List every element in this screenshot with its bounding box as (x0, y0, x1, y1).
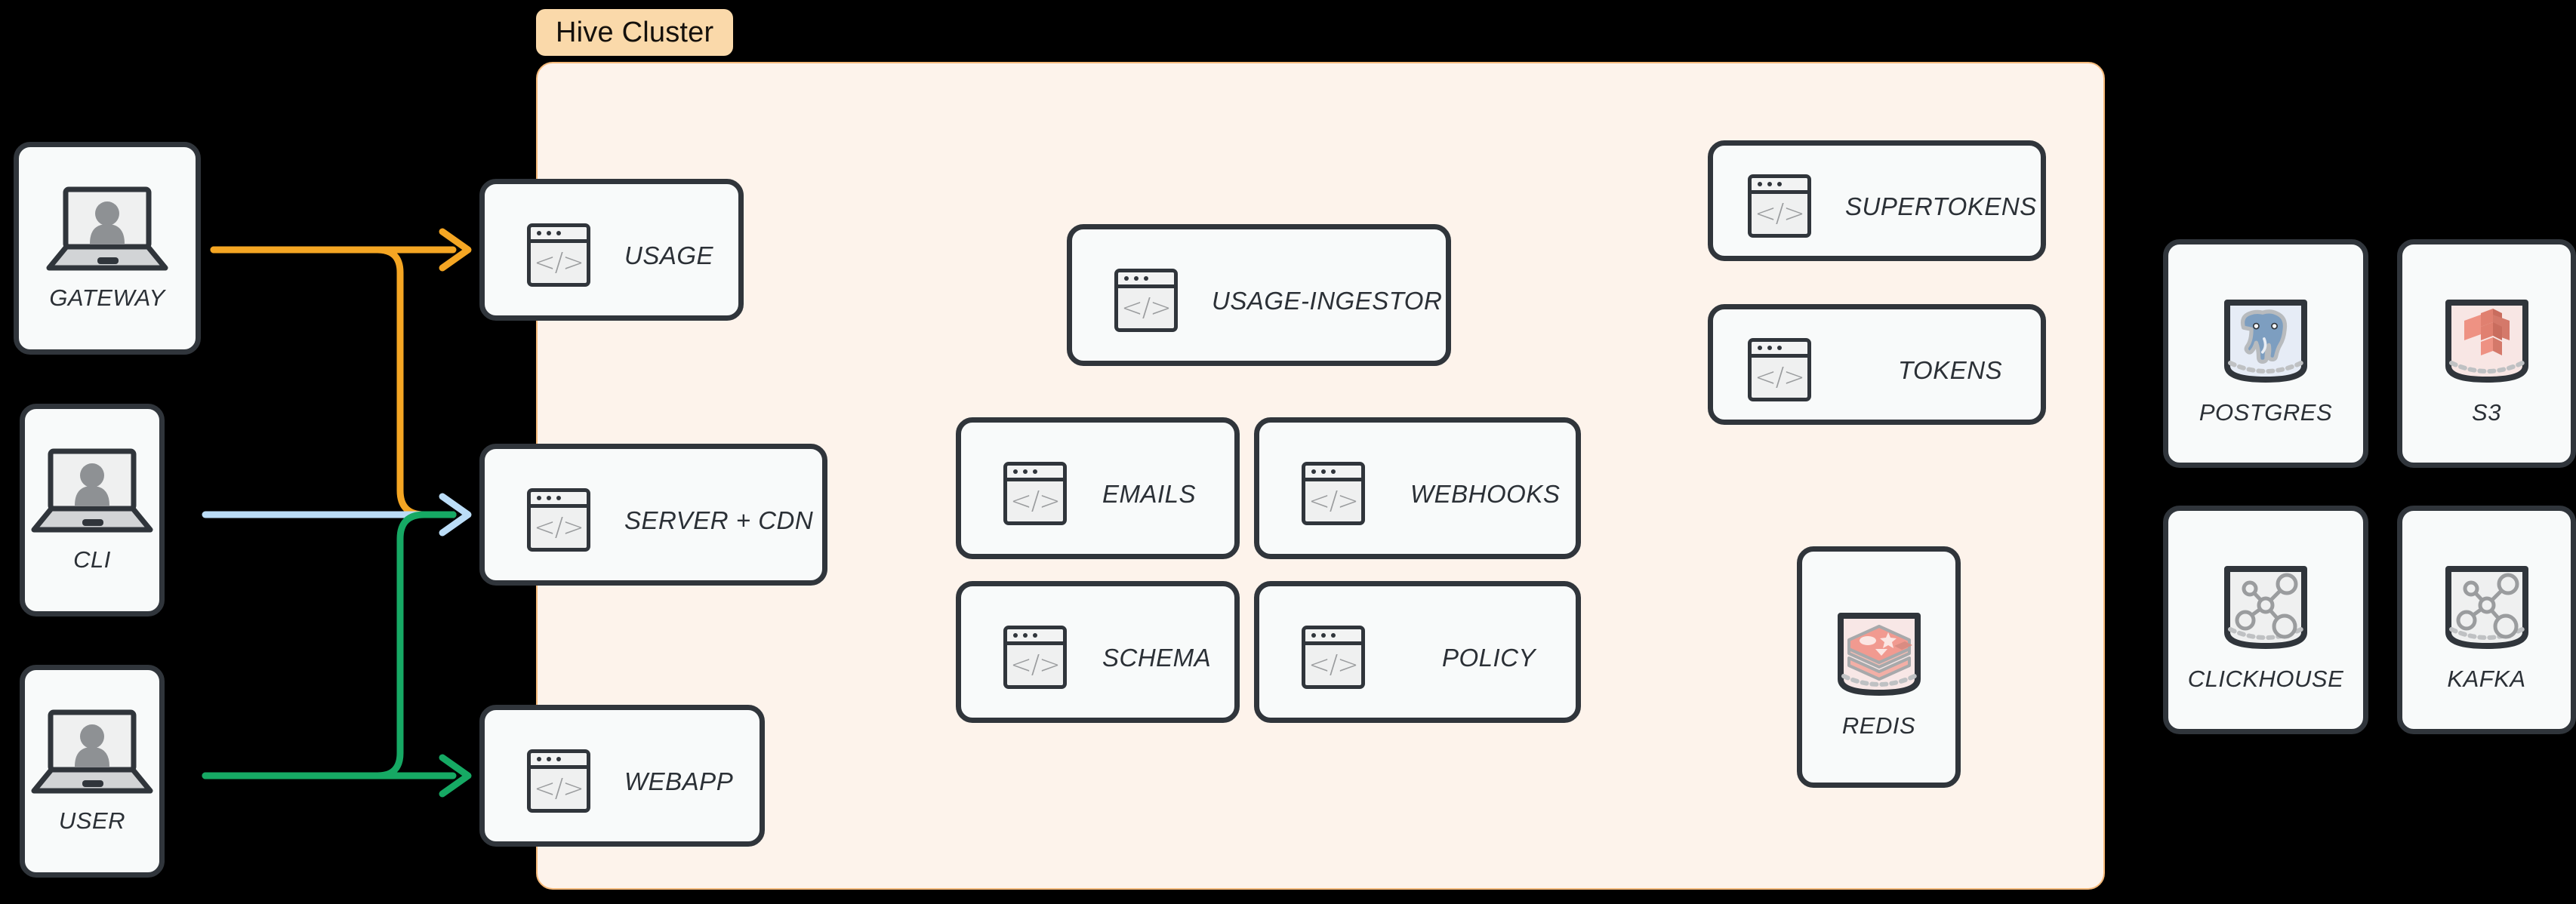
actor-label: GATEWAY (49, 284, 165, 311)
service-label: SUPERTOKENS (1845, 192, 2037, 220)
code-glyph: </> (1755, 198, 1804, 229)
laptop-user-icon (43, 185, 171, 274)
connector-cli-to-server-cdn (202, 493, 472, 537)
connector-gateway-to-server-cdn (210, 246, 457, 518)
code-window-titlebar (531, 753, 587, 769)
laptop-user-icon (28, 447, 156, 536)
code-glyph: </> (1010, 649, 1060, 680)
service-card-emails[interactable]: </> EMAILS (956, 417, 1240, 559)
service-label: WEBAPP (624, 767, 734, 795)
service-label: SERVER + CDN (624, 506, 814, 534)
service-label: TOKENS (1898, 356, 2003, 384)
service-label: EMAILS (1102, 480, 1197, 508)
datastore-card-s3[interactable]: S3 (2397, 239, 2576, 468)
code-glyph: </> (1010, 485, 1060, 516)
code-window-icon: </> (1748, 174, 1811, 238)
actor-card-gateway[interactable]: GATEWAY (14, 142, 201, 355)
network-database-icon (2214, 548, 2318, 655)
code-glyph: </> (1121, 292, 1171, 323)
datastore-card-redis[interactable]: REDIS (1797, 546, 1961, 788)
actor-label: CLI (73, 546, 111, 573)
service-card-server-cdn[interactable]: </> SERVER + CDN (479, 444, 827, 586)
datastore-card-clickhouse[interactable]: CLICKHOUSE (2163, 506, 2368, 734)
connector-user-to-server-cdn (202, 511, 457, 779)
service-card-tokens[interactable]: </> TOKENS (1708, 304, 2046, 425)
code-window-icon: </> (1302, 462, 1365, 525)
code-glyph: </> (534, 512, 584, 543)
hive-cluster-tag: Hive Cluster (536, 9, 734, 56)
code-glyph: </> (534, 773, 584, 804)
datastore-label: KAFKA (2447, 665, 2526, 692)
code-window-titlebar (531, 492, 587, 508)
code-window-icon: </> (1003, 626, 1067, 689)
connector-user-to-webapp (202, 754, 472, 798)
laptop-user-icon (28, 708, 156, 797)
code-window-icon: </> (527, 749, 590, 813)
service-label: SCHEMA (1102, 644, 1212, 672)
service-label: WEBHOOKS (1410, 480, 1561, 508)
connector-gateway-to-usage (210, 228, 472, 272)
service-label: POLICY (1442, 644, 1536, 672)
code-glyph: </> (1308, 649, 1358, 680)
datastore-label: REDIS (1841, 712, 1916, 739)
code-window-icon: </> (1748, 338, 1811, 401)
code-window-icon: </> (1114, 269, 1178, 332)
service-card-usage-ingestor[interactable]: </> USAGE-INGESTOR (1067, 224, 1451, 366)
code-window-icon: </> (1302, 626, 1365, 689)
code-window-titlebar (1305, 466, 1361, 481)
code-window-titlebar (1007, 629, 1063, 645)
datastore-label: POSTGRES (2199, 398, 2333, 426)
datastore-card-kafka[interactable]: KAFKA (2397, 506, 2576, 734)
network-database-icon (2435, 548, 2539, 655)
actor-label: USER (58, 807, 126, 834)
service-card-supertokens[interactable]: </> SUPERTOKENS (1708, 140, 2046, 261)
code-window-titlebar (1007, 466, 1063, 481)
datastore-label: S3 (2472, 398, 2501, 426)
code-glyph: </> (1755, 361, 1804, 392)
service-card-usage[interactable]: </> USAGE (479, 179, 744, 321)
code-glyph: </> (1308, 485, 1358, 516)
actor-card-user[interactable]: USER (20, 665, 165, 878)
code-window-icon: </> (527, 488, 590, 552)
postgres-database-icon (2214, 281, 2318, 389)
s3-database-icon (2435, 281, 2539, 389)
service-card-schema[interactable]: </> SCHEMA (956, 581, 1240, 723)
redis-database-icon (1827, 595, 1931, 702)
service-card-webhooks[interactable]: </> WEBHOOKS (1254, 417, 1581, 559)
service-label: USAGE (624, 241, 714, 269)
actor-card-cli[interactable]: CLI (20, 404, 165, 617)
service-card-webapp[interactable]: </> WEBAPP (479, 705, 765, 847)
code-window-icon: </> (1003, 462, 1067, 525)
code-window-titlebar (531, 227, 587, 243)
code-window-titlebar (1305, 629, 1361, 645)
code-window-icon: </> (527, 223, 590, 287)
code-window-titlebar (1118, 272, 1174, 288)
code-window-titlebar (1752, 342, 1807, 358)
code-window-titlebar (1752, 178, 1807, 194)
service-card-policy[interactable]: </> POLICY (1254, 581, 1581, 723)
datastore-label: CLICKHOUSE (2187, 665, 2344, 692)
code-glyph: </> (534, 247, 584, 278)
service-label: USAGE-INGESTOR (1212, 287, 1443, 315)
datastore-card-postgres[interactable]: POSTGRES (2163, 239, 2368, 468)
